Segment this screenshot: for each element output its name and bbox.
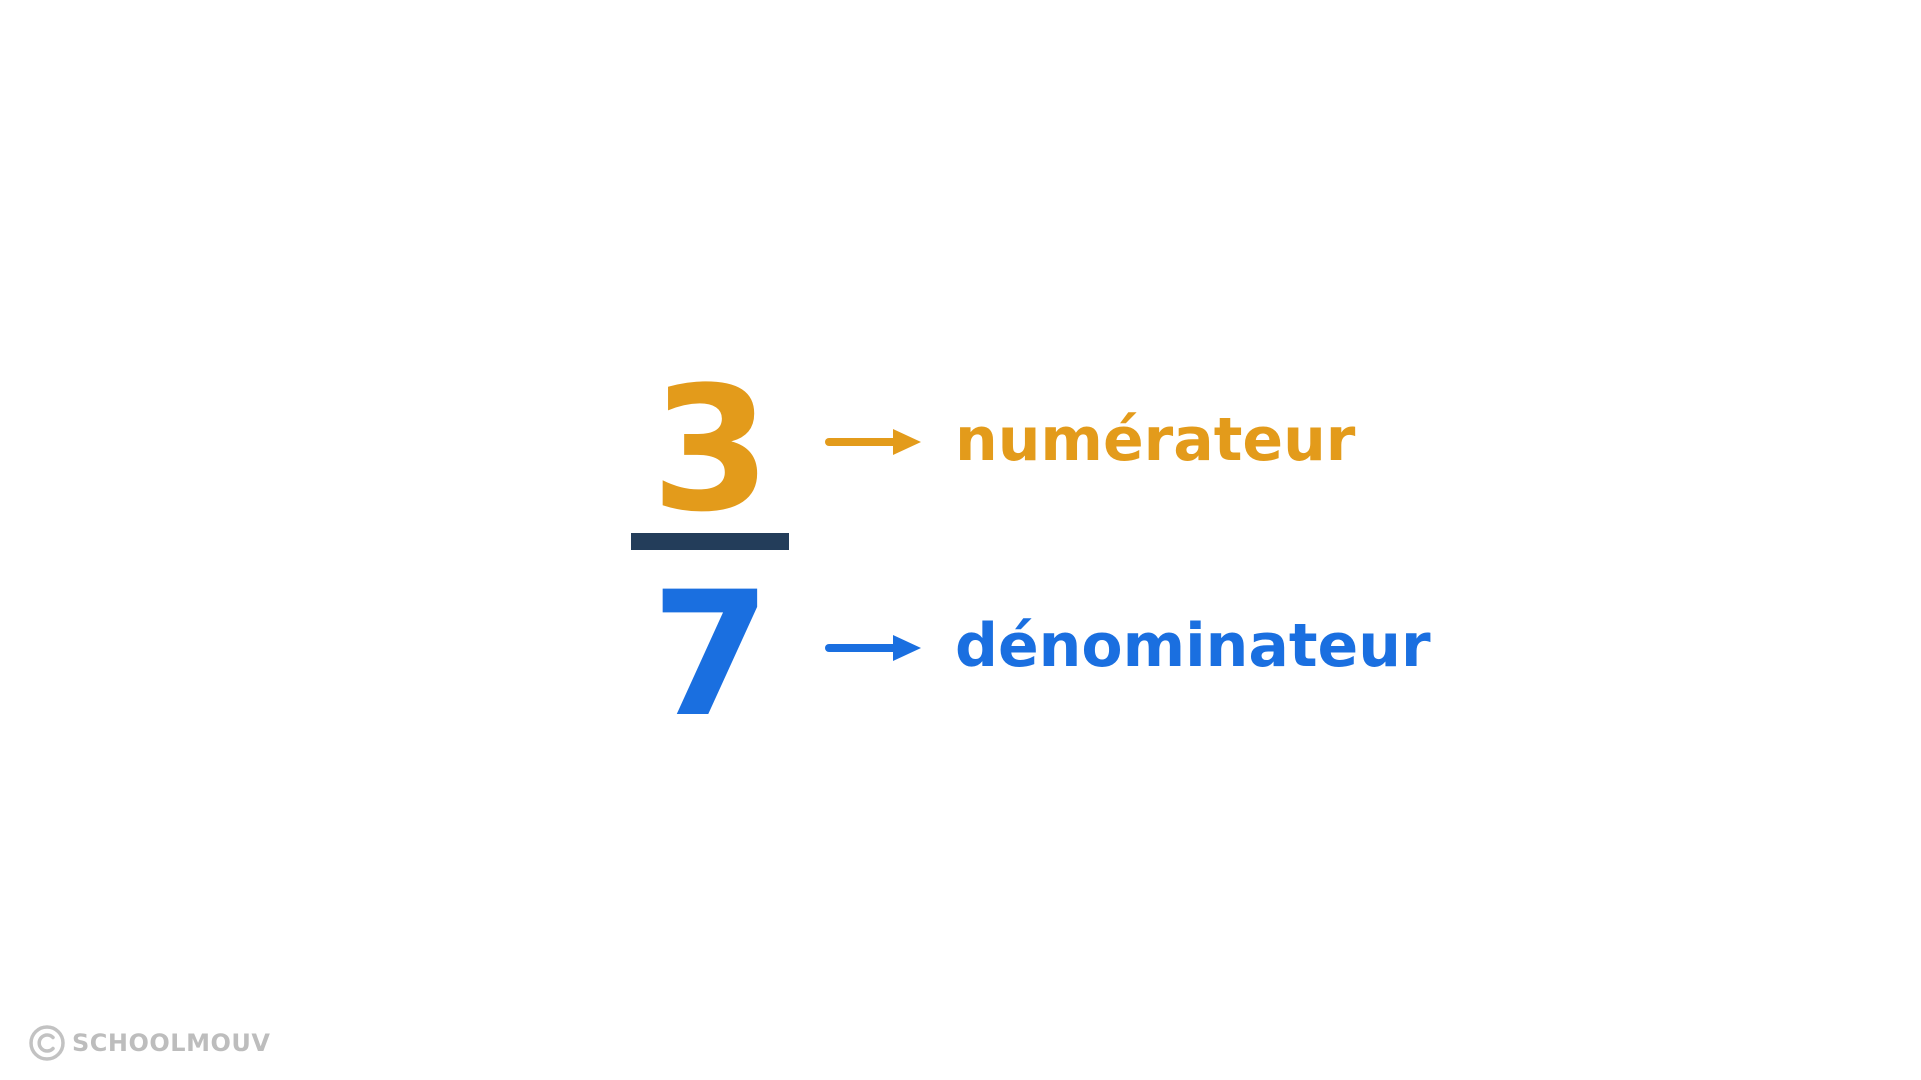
denominator-arrow-icon: [825, 635, 921, 661]
numerator-digit: 3: [651, 349, 771, 550]
numerator-arrow-icon: [825, 429, 921, 455]
watermark: SCHOOLMOUV: [28, 1024, 270, 1062]
brand-name: SCHOOLMOUV: [72, 1029, 271, 1057]
copyright-icon: [29, 1025, 65, 1061]
denominator-digit: 7: [651, 554, 771, 755]
fraction-bar: [631, 533, 789, 550]
denominator-label: dénominateur: [955, 611, 1431, 681]
numerator-label: numérateur: [955, 405, 1356, 475]
